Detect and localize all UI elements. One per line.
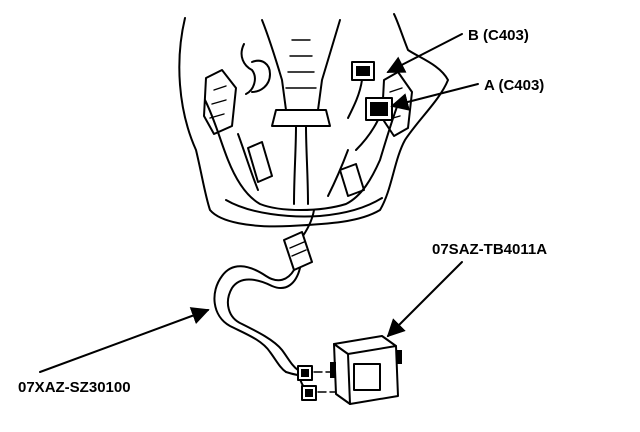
unit-port <box>330 362 336 378</box>
test-harness <box>213 209 346 401</box>
leader-connector-a <box>390 83 479 111</box>
harness-center-2 <box>305 125 309 205</box>
label-tool-unit: 07SAZ-TB4011A <box>432 241 547 258</box>
lower-crossmember <box>225 197 383 218</box>
right-module <box>339 163 365 197</box>
leader-connector-b <box>386 33 463 73</box>
harness-coil-inner <box>226 267 301 371</box>
center-column <box>261 19 341 111</box>
body-outline <box>178 13 449 228</box>
column-base <box>271 109 331 127</box>
connector-a-core <box>370 102 388 116</box>
harness-end-connector-2-core <box>305 389 313 397</box>
connector-a-lead <box>355 119 379 151</box>
left-bracket-detail <box>209 85 227 119</box>
leader-tool-harness <box>39 307 210 373</box>
column-ribs <box>285 39 317 89</box>
unit-front-edge <box>347 353 351 405</box>
harness-plug-detail <box>289 241 307 257</box>
test-unit-box <box>330 335 402 405</box>
left-bracket <box>203 69 237 135</box>
left-hose <box>240 43 256 95</box>
label-connector-a: A (C403) <box>484 77 544 94</box>
harness-right <box>327 149 349 197</box>
harness-plug <box>283 231 313 271</box>
unit-side-tab <box>396 350 402 364</box>
label-connector-b: B (C403) <box>468 27 529 44</box>
unit-label-panel <box>353 363 381 391</box>
left-hose-loop <box>251 59 271 93</box>
vehicle-front-illustration <box>178 13 449 228</box>
frame-inner <box>204 99 399 211</box>
harness-end-connector-1-core <box>301 369 309 377</box>
harness-center-1 <box>293 125 297 205</box>
connector-b-lead <box>347 79 363 119</box>
connector-b-core <box>356 66 370 76</box>
label-tool-harness: 07XAZ-SZ30100 <box>18 379 131 396</box>
leader-tool-unit <box>386 261 463 338</box>
harness-coil-outer <box>213 265 295 373</box>
left-module <box>247 141 273 183</box>
harness-left <box>237 133 259 191</box>
